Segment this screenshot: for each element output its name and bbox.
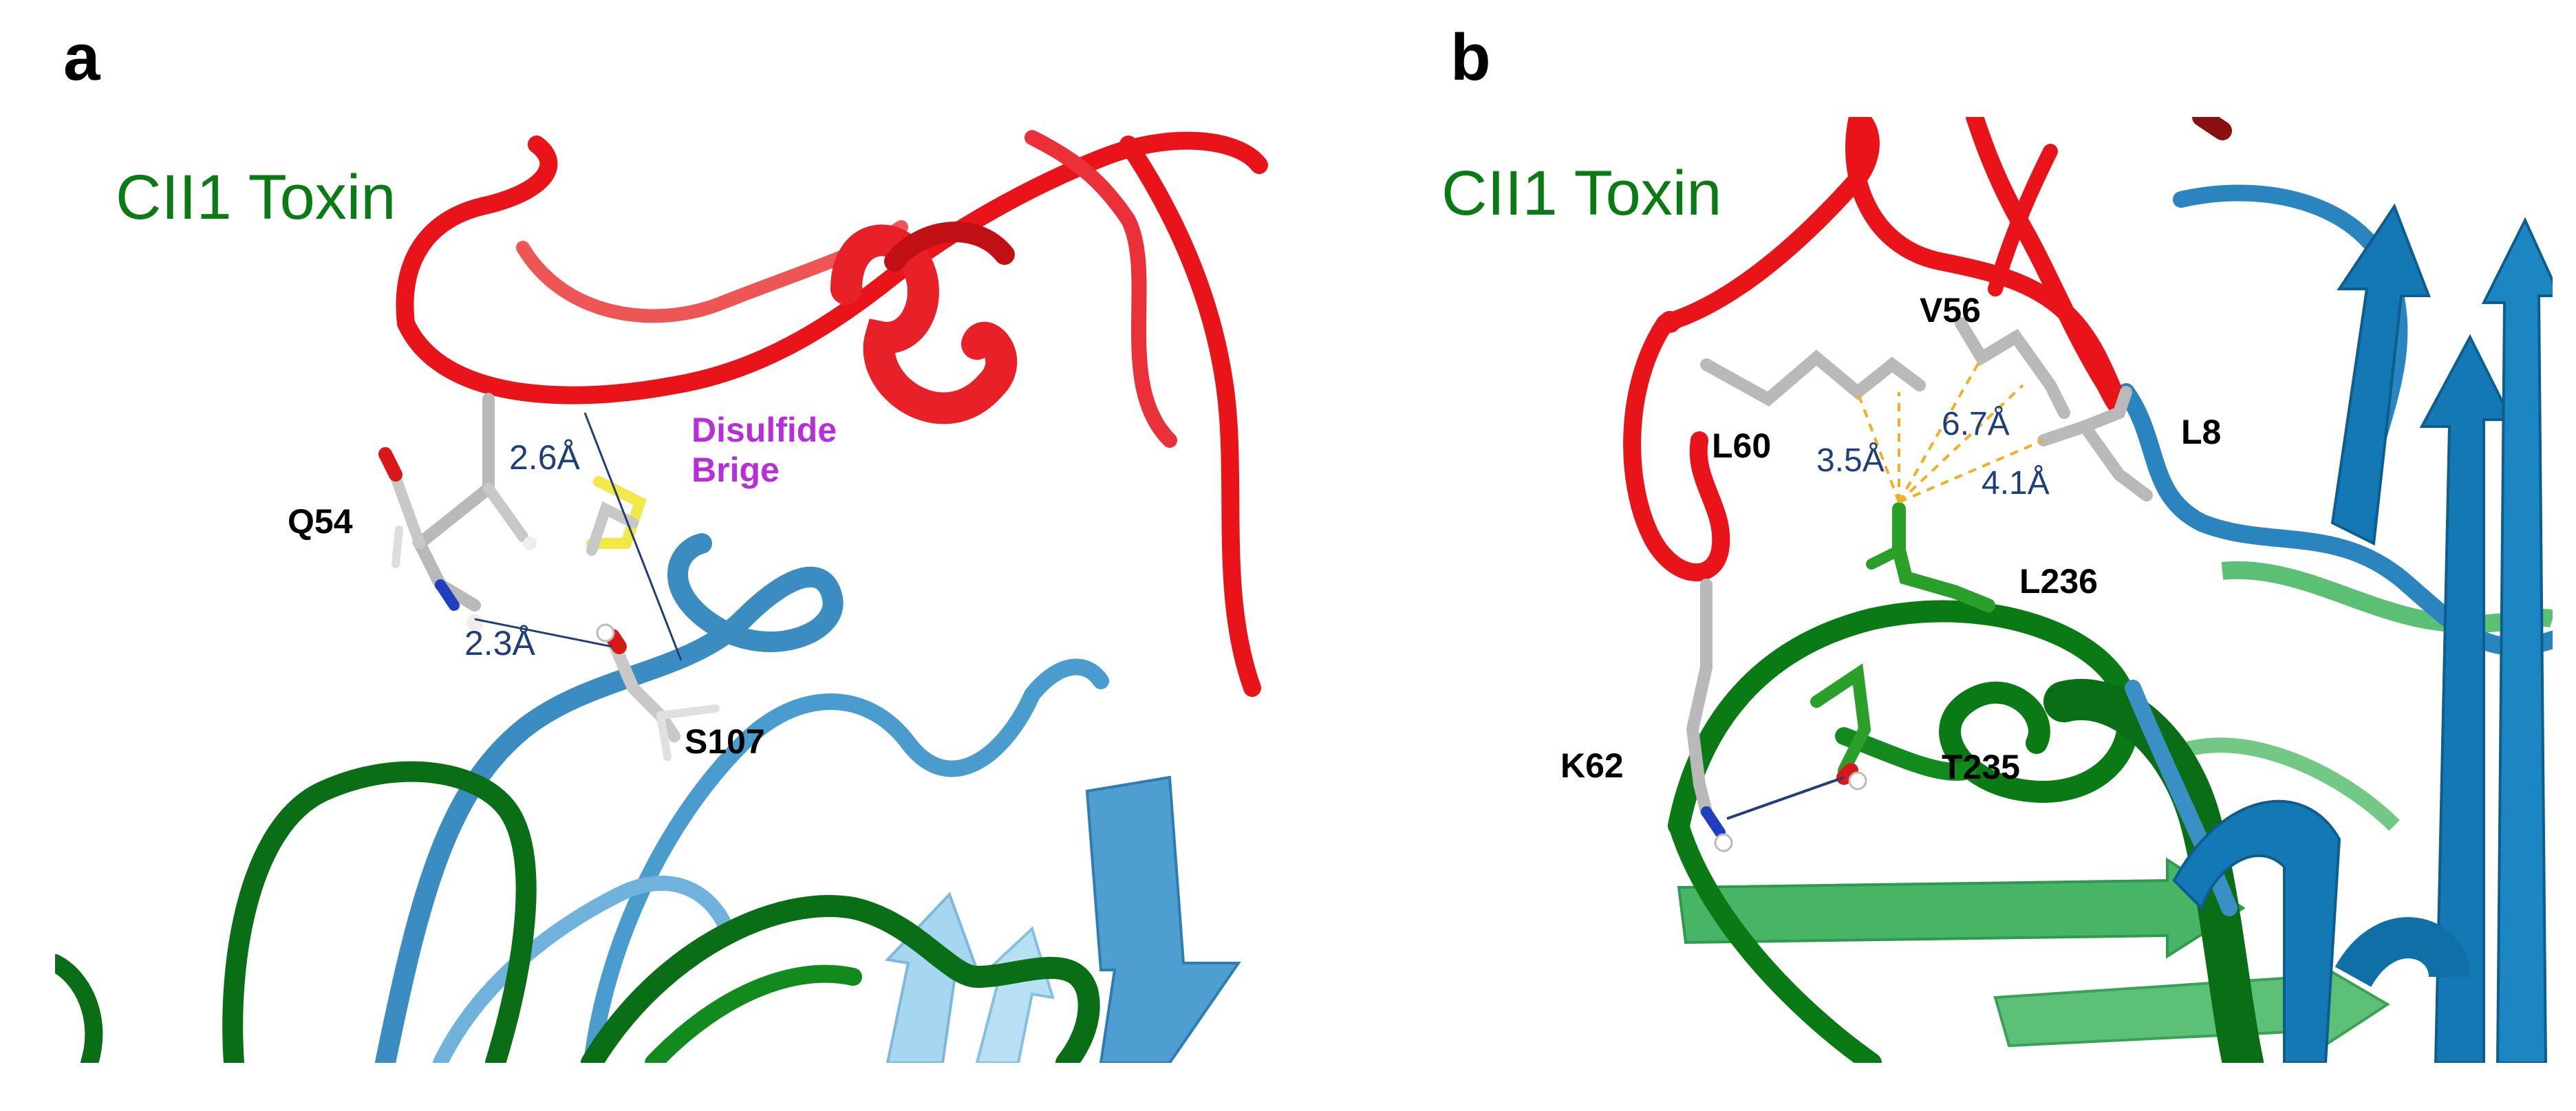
panel-b-letter: b (1450, 21, 1491, 94)
panel-b-title: CII1 Toxin (1441, 158, 1721, 228)
residue-label-q54: Q54 (288, 502, 353, 541)
distance-label-2-6: 2.6Å (509, 438, 581, 477)
panel-b-structure (1623, 117, 2553, 1063)
residue-label-s107: S107 (685, 722, 765, 761)
panel-b-red-ribbon (1623, 117, 2232, 581)
panel-b-blue-arrows (2172, 203, 2553, 1063)
residue-q54-sticks (378, 393, 537, 631)
residue-label-l60: L60 (1712, 427, 1771, 465)
residue-label-t235: T235 (1942, 748, 2020, 786)
distance-label-6-7: 6.7Å (1942, 406, 2010, 442)
residue-label-l236: L236 (2019, 562, 2098, 601)
panel-b-contact-lines (1856, 357, 2044, 504)
distance-label-2-3: 2.3Å (464, 624, 536, 662)
disulfide-label-line2: Brige (691, 451, 780, 489)
panel-a-red-ribbon (396, 130, 1268, 697)
panel-a-distance-lines (474, 412, 683, 661)
panel-a-green-ribbon (55, 761, 1100, 1063)
residue-label-k62: K62 (1560, 746, 1624, 785)
distance-label-3-5: 3.5Å (1816, 442, 1885, 479)
residue-label-l8: L8 (2181, 413, 2221, 451)
panel-a-blue-ribbon (375, 533, 1109, 1063)
panel-b-hbond-line (1726, 776, 1845, 820)
residue-s107-sticks (586, 501, 720, 761)
panel-b-grey-sticks (1686, 317, 2153, 852)
panel-a-letter: a (63, 21, 100, 94)
residue-label-v56: V56 (1920, 291, 1981, 330)
disulfide-label-line1: Disulfide (691, 411, 837, 449)
panel-a-blue-arrow (1085, 775, 1241, 1063)
panel-a-title: CII1 Toxin (116, 162, 396, 233)
distance-label-4-1: 4.1Å (1982, 465, 2050, 501)
panel-b-green-sticks (1810, 502, 1995, 790)
panel-a-structure (55, 130, 1268, 1063)
